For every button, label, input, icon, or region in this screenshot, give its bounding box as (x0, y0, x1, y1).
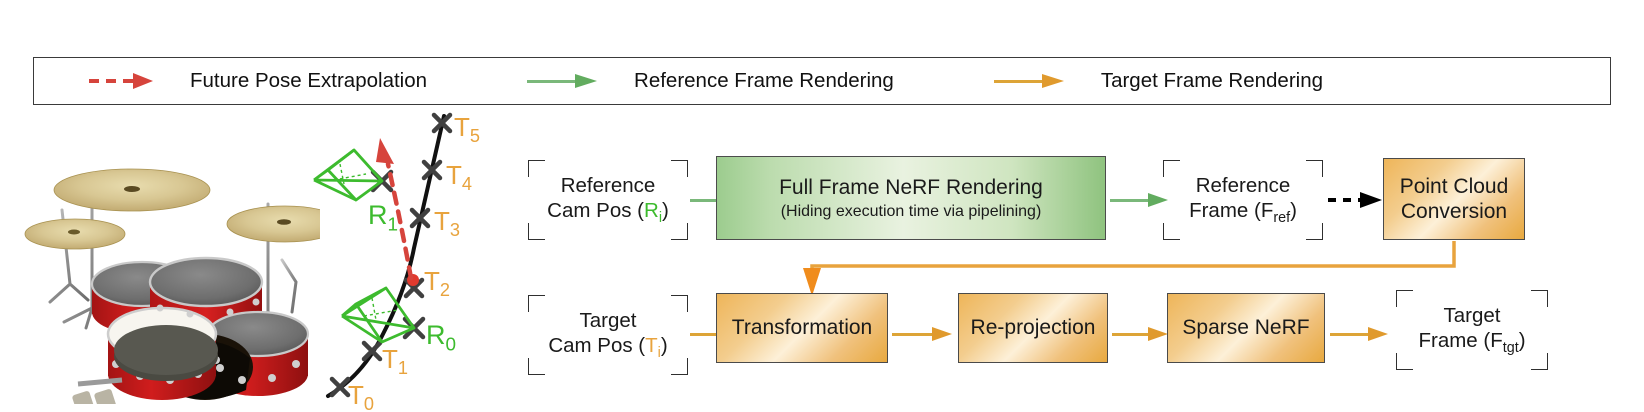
trajectory-label-t1: T1 (382, 344, 409, 379)
target-cam-pos-line2: Cam Pos (Ti) (548, 334, 668, 362)
legend-bar: Future Pose Extrapolation Reference Fram… (33, 57, 1611, 105)
legend-label-future-pose-extrapolation: Future Pose Extrapolation (190, 69, 428, 92)
arrow-refframe-to-pointcloud (1328, 192, 1388, 208)
point-cloud-conversion-box: Point Cloud Conversion (1383, 158, 1525, 240)
point-cloud-line2: Conversion (1400, 200, 1508, 223)
green-arrow-icon (527, 73, 601, 89)
camera-frustum-r1 (313, 148, 384, 202)
trajectory-label-t2: T2 (424, 266, 451, 301)
drums-scene-image (20, 112, 344, 412)
trajectory-label-t3: T3 (434, 206, 461, 241)
target-cam-pos-box: Target Cam Pos (Ti) (528, 295, 688, 375)
future-pose-extrapolation-arrow (376, 138, 414, 281)
transformation-label: Transformation (731, 316, 873, 340)
point-cloud-line1: Point Cloud (1399, 174, 1509, 198)
reference-frame-box: Reference Frame (Fref) (1163, 160, 1323, 240)
reprojection-label: Re-projection (970, 316, 1096, 340)
legend-label-reference-frame-rendering: Reference Frame Rendering (634, 69, 894, 92)
dashed-red-arrow-icon (89, 73, 155, 89)
legend-label-target-frame-rendering: Target Frame Rendering (1100, 69, 1324, 92)
camera-frustum-r0 (341, 286, 416, 344)
reference-cam-pos-line1: Reference (560, 173, 656, 197)
trajectory-label-r1: R1 (368, 200, 399, 236)
trajectory-curve (326, 114, 446, 398)
trajectory-label-t5: T5 (454, 112, 481, 147)
target-frame-box: Target Frame (Ftgt) (1396, 290, 1548, 370)
sparse-nerf-label: Sparse NeRF (1182, 316, 1310, 340)
trajectory-label-t0: T0 (348, 380, 375, 412)
full-frame-nerf-rendering-box: Full Frame NeRF Rendering (Hiding execut… (716, 156, 1106, 240)
reference-frame-line2: Frame (Fref) (1189, 199, 1297, 227)
target-cam-pos-line1: Target (579, 308, 637, 332)
arrow-reprojection-to-sparsenerf (1112, 327, 1172, 341)
arrow-sparsenerf-to-targetframe (1330, 327, 1392, 341)
orange-arrow-icon (993, 73, 1068, 89)
legend-item-target-frame-rendering: Target Frame Rendering (993, 69, 1324, 93)
target-frame-line1: Target (1443, 303, 1501, 327)
legend-item-future-pose-extrapolation: Future Pose Extrapolation (89, 69, 427, 93)
transformation-box: Transformation (716, 293, 888, 363)
full-frame-nerf-title: Full Frame NeRF Rendering (779, 176, 1043, 200)
legend-item-reference-frame-rendering: Reference Frame Rendering (527, 69, 894, 93)
full-frame-nerf-subtitle: (Hiding execution time via pipelining) (780, 202, 1042, 220)
arrow-nerf-to-refframe (1110, 193, 1184, 207)
target-frame-line2: Frame (Ftgt) (1418, 329, 1526, 357)
reprojection-box: Re-projection (958, 293, 1108, 363)
reference-frame-line1: Reference (1195, 173, 1291, 197)
reference-cam-pos-box: Reference Cam Pos (Ri) (528, 160, 688, 240)
camera-trajectory-diagram: T5 T4 T3 T2 T1 T0 R0 R1 (310, 108, 510, 412)
sparse-nerf-box: Sparse NeRF (1167, 293, 1325, 363)
reference-cam-pos-line2: Cam Pos (Ri) (547, 199, 669, 227)
arrow-transformation-to-reprojection (892, 327, 958, 341)
trajectory-label-t4: T4 (446, 160, 473, 195)
trajectory-label-r0: R0 (426, 320, 457, 356)
